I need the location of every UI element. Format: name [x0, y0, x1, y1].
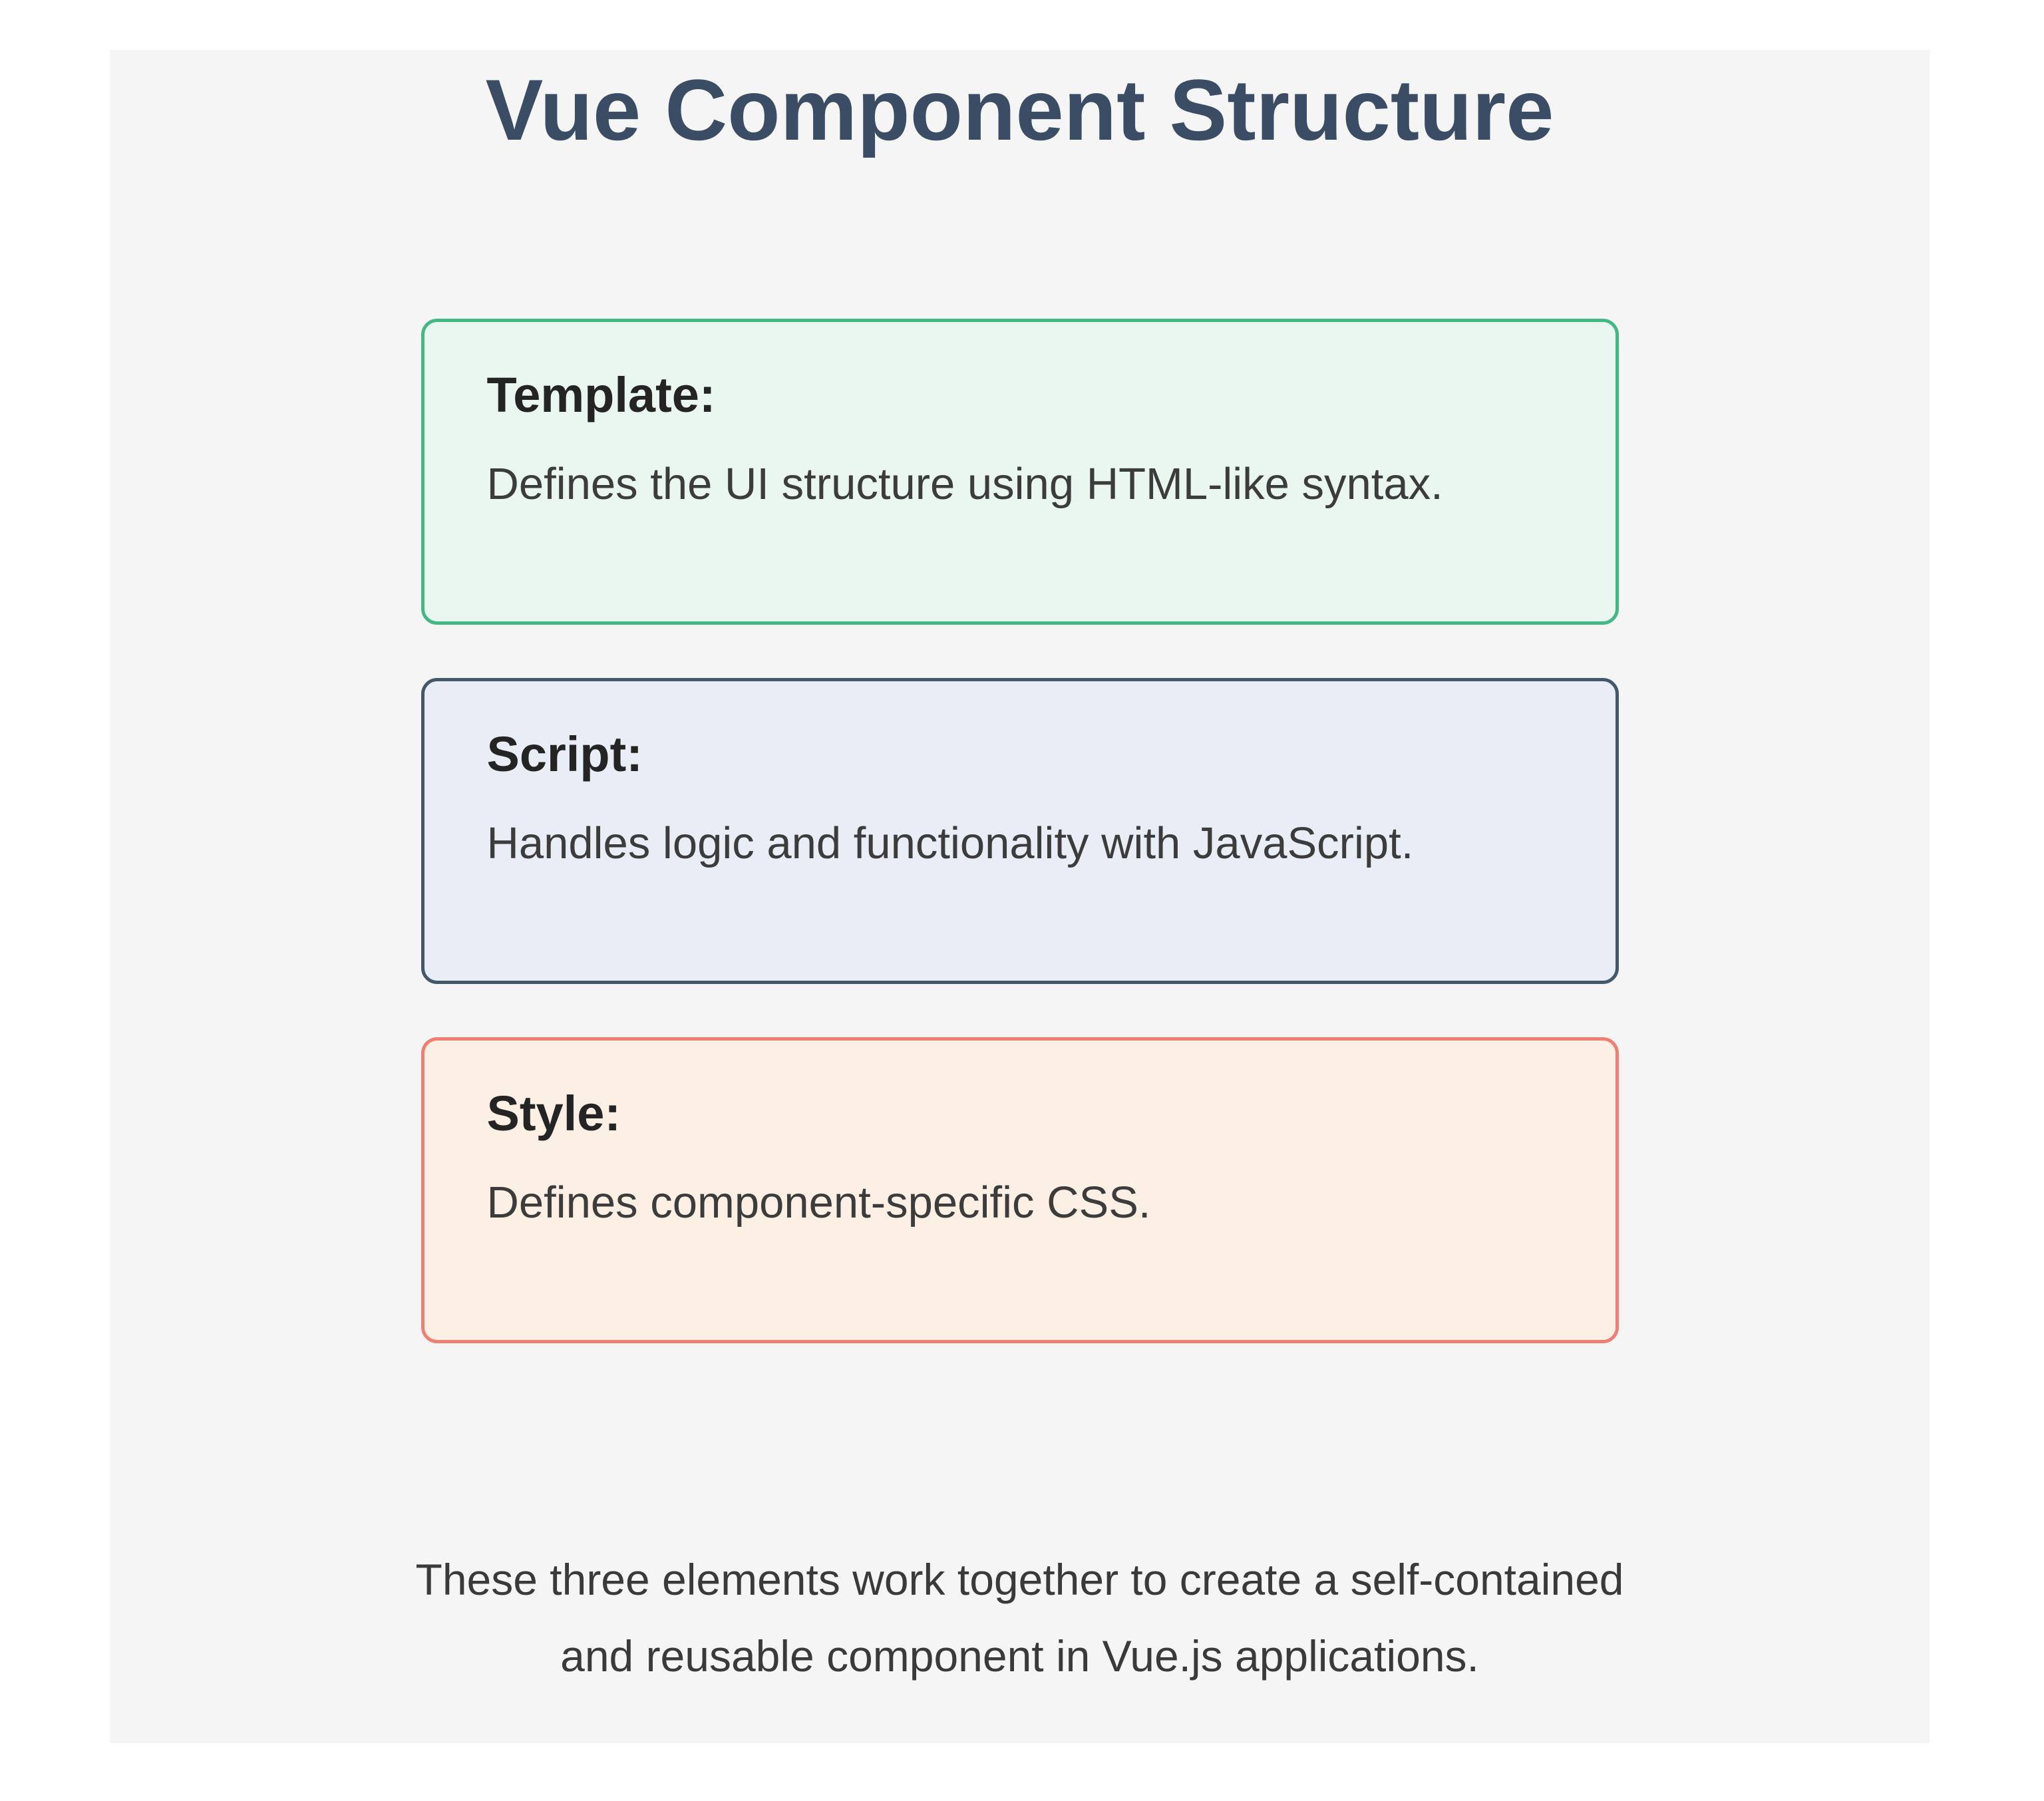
- footer-note-line-2: and reusable component in Vue.js applica…: [560, 1631, 1479, 1681]
- template-box-description: Defines the UI structure using HTML-like…: [486, 459, 1443, 510]
- script-box-description: Handles logic and functionality with Jav…: [486, 818, 1414, 869]
- template-box: Template: Defines the UI structure using…: [421, 318, 1619, 625]
- footer-note: These three elements work together to cr…: [110, 1542, 1930, 1695]
- script-box: Script: Handles logic and functionality …: [421, 677, 1619, 984]
- style-box-description: Defines component-specific CSS.: [486, 1178, 1151, 1228]
- style-box: Style: Defines component-specific CSS.: [421, 1037, 1619, 1343]
- component-boxes: Template: Defines the UI structure using…: [421, 318, 1619, 1343]
- page-title: Vue Component Structure: [485, 61, 1554, 158]
- style-box-label: Style:: [486, 1085, 621, 1141]
- script-box-label: Script:: [486, 726, 643, 782]
- footer-note-line-1: These three elements work together to cr…: [415, 1554, 1624, 1604]
- template-box-label: Template:: [486, 367, 716, 422]
- content-panel: Vue Component Structure Template: Define…: [110, 50, 1930, 1743]
